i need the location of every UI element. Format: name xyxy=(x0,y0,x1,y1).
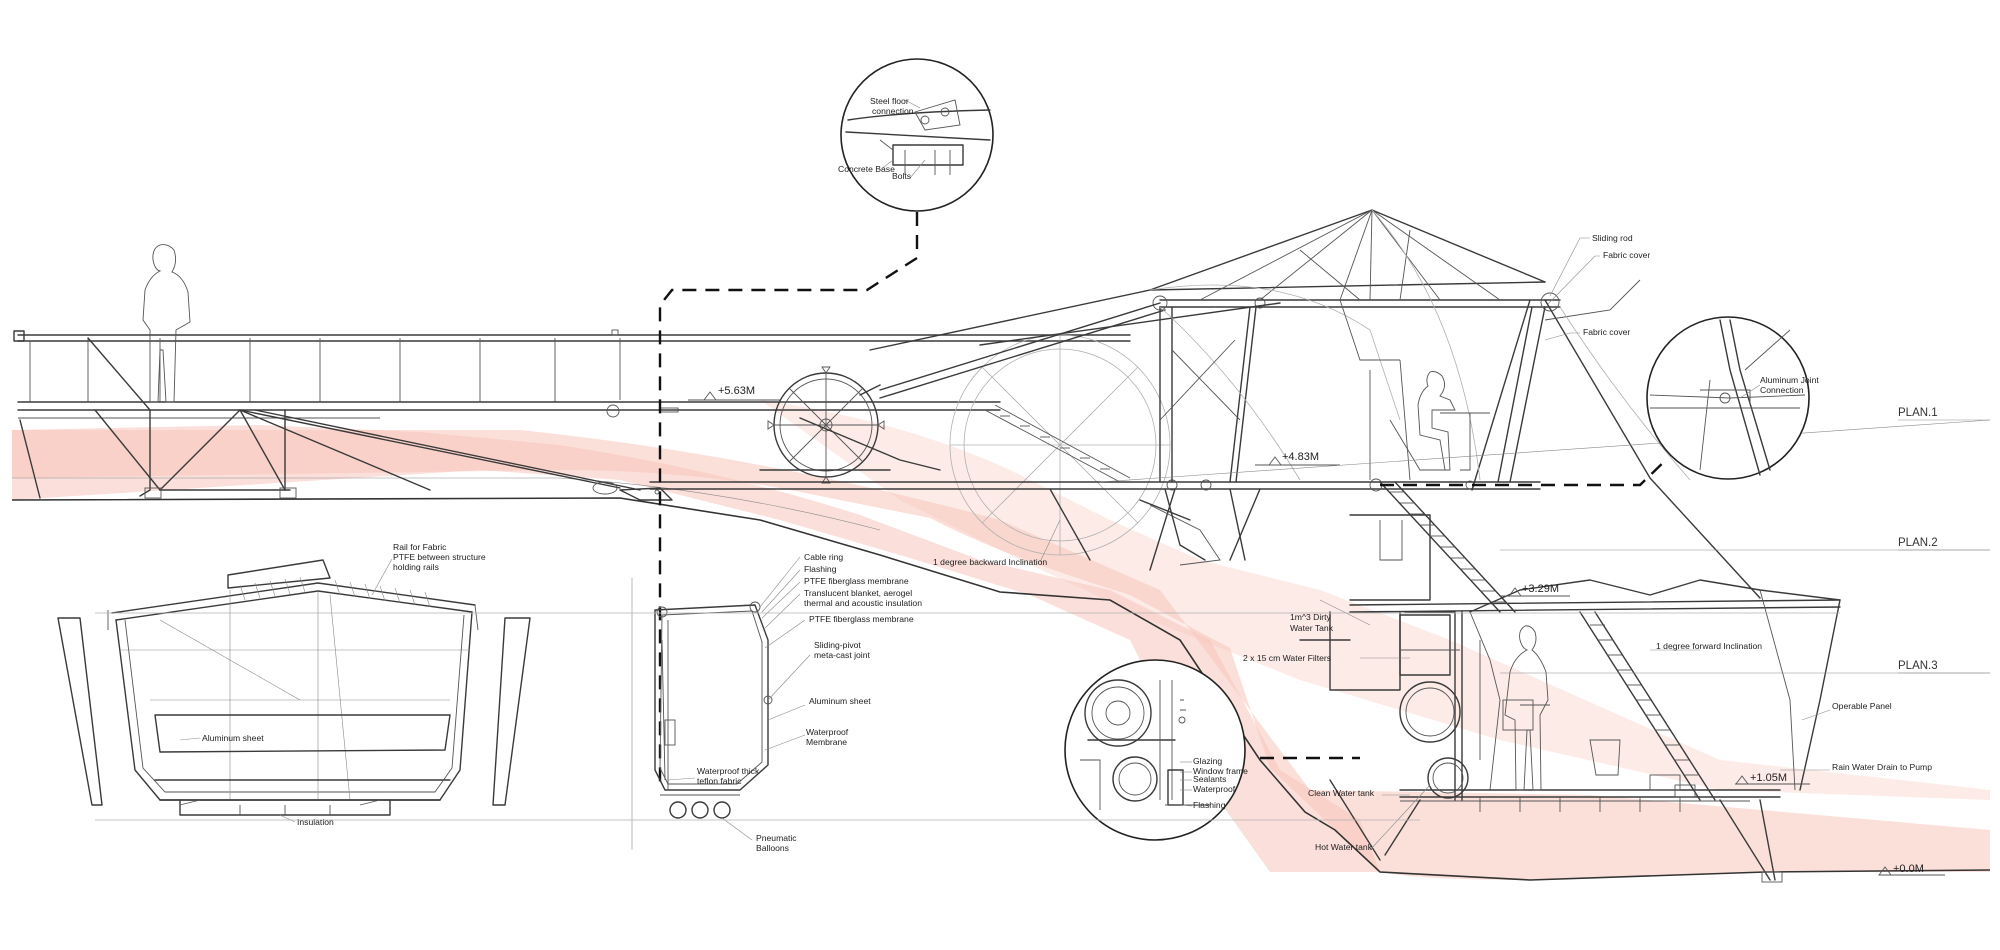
label-hot-tank: Hot Water tank xyxy=(1315,842,1373,852)
label-fabric-cover-2: Fabric cover xyxy=(1583,327,1630,337)
wall-flashing: Flashing xyxy=(804,564,837,574)
plan-1-label: PLAN.1 xyxy=(1898,407,1938,419)
human-figure-desk xyxy=(1417,371,1456,471)
level-0-0: +0.0M xyxy=(1893,863,1924,875)
human-figure-walkway xyxy=(142,244,191,403)
detail-top-connection: connection xyxy=(872,106,914,116)
wheel-mechanism xyxy=(759,334,1171,556)
wall-teflon-2: teflon fabric xyxy=(697,776,742,786)
wall-cable-ring: Cable ring xyxy=(804,552,843,562)
wall-ptfe-2: PTFE fiberglass membrane xyxy=(809,614,914,624)
left-rail-2: PTFE between structure xyxy=(393,552,486,562)
plan-2-label: PLAN.2 xyxy=(1898,537,1938,549)
detail-top-bolts: Bolts xyxy=(892,171,911,181)
label-dirty-tank-1: 1m^3 Dirty xyxy=(1290,612,1332,622)
wall-blanket-2: thermal and acoustic insulation xyxy=(804,598,922,608)
detail-bottom-flashing: Flashing xyxy=(1193,800,1226,810)
detail-circle-floor-connection: Steel floor connection Concrete Base Bol… xyxy=(838,58,994,212)
reference-lines xyxy=(95,612,1840,821)
detail-leaders xyxy=(658,212,1669,790)
wall-membrane-2: Membrane xyxy=(806,737,847,747)
left-rail-1: Rail for Fabric xyxy=(393,542,447,552)
wall-teflon-1: Waterproof thick xyxy=(697,766,760,776)
wall-balloons-1: Pneumatic xyxy=(756,833,797,843)
wall-blanket-1: Translucent blanket, aerogel xyxy=(804,588,912,598)
detail-right-line2: Connection xyxy=(1760,385,1804,395)
detail-bottom-waterproof: Waterproof xyxy=(1193,784,1236,794)
detail-right-line1: Aluminum Joint xyxy=(1760,375,1819,385)
left-insulation: Insulation xyxy=(297,817,334,827)
detail-circle-window: Glazing Window frame Sealants Waterproof… xyxy=(1064,659,1248,841)
level-4-83: +4.83M xyxy=(1282,451,1319,463)
label-forward-inclination: 1 degree forward Inclination xyxy=(1656,641,1762,651)
label-fabric-cover-1: Fabric cover xyxy=(1603,250,1650,260)
label-rain-drain: Rain Water Drain to Pump xyxy=(1832,762,1932,772)
detail-top-steel-floor: Steel floor xyxy=(870,96,909,106)
wall-ptfe-1: PTFE fiberglass membrane xyxy=(804,576,909,586)
wall-pivot-1: Sliding-pivot xyxy=(814,640,861,650)
label-sliding-rod: Sliding rod xyxy=(1592,233,1633,243)
wall-balloons-2: Balloons xyxy=(756,843,789,853)
detail-top-concrete-base: Concrete Base xyxy=(838,164,895,174)
level-1-05: +1.05M xyxy=(1750,772,1787,784)
detail-bottom-glazing: Glazing xyxy=(1193,756,1222,766)
detail-circle-aluminum-joint: Aluminum Joint Connection xyxy=(1646,316,1819,480)
human-figure-room xyxy=(1504,625,1549,791)
level-markers: +5.63M +4.83M +3.29M +1.05M +0.0M PLAN.1… xyxy=(688,385,1991,876)
label-water-filters: 2 x 15 cm Water Filters xyxy=(1243,653,1331,663)
wall-membrane-1: Waterproof xyxy=(806,727,849,737)
water-tanks xyxy=(1399,614,1469,799)
wall-aluminum-sheet: Aluminum sheet xyxy=(809,696,871,706)
detail-bottom-window-frame: Window frame xyxy=(1193,766,1248,776)
terrain-fill xyxy=(12,400,1990,880)
label-dirty-tank-2: Water Tank xyxy=(1290,623,1334,633)
label-operable-panel: Operable Panel xyxy=(1832,701,1892,711)
level-3-29: +3.29M xyxy=(1522,583,1559,595)
level-5-63: +5.63M xyxy=(718,385,755,397)
plan-3-label: PLAN.3 xyxy=(1898,660,1938,672)
walkway-bridge xyxy=(13,329,1131,501)
detail-bottom-sealants: Sealants xyxy=(1193,774,1226,784)
label-backward-inclination: 1 degree backward Inclination xyxy=(933,557,1047,567)
pod-cross-section: Rail for Fabric PTFE between structure h… xyxy=(57,542,531,827)
main-annotations: Sliding rod Fabric cover Fabric cover 1 … xyxy=(933,233,1932,852)
left-rail-3: holding rails xyxy=(393,562,439,572)
wall-pivot-2: meta-cast joint xyxy=(814,650,870,660)
wall-detail-section: Cable ring Flashing PTFE fiberglass memb… xyxy=(631,552,922,853)
label-clean-tank: Clean Water tank xyxy=(1308,788,1375,798)
staircase-lower xyxy=(1579,611,1716,801)
left-aluminum-sheet: Aluminum sheet xyxy=(202,733,264,743)
